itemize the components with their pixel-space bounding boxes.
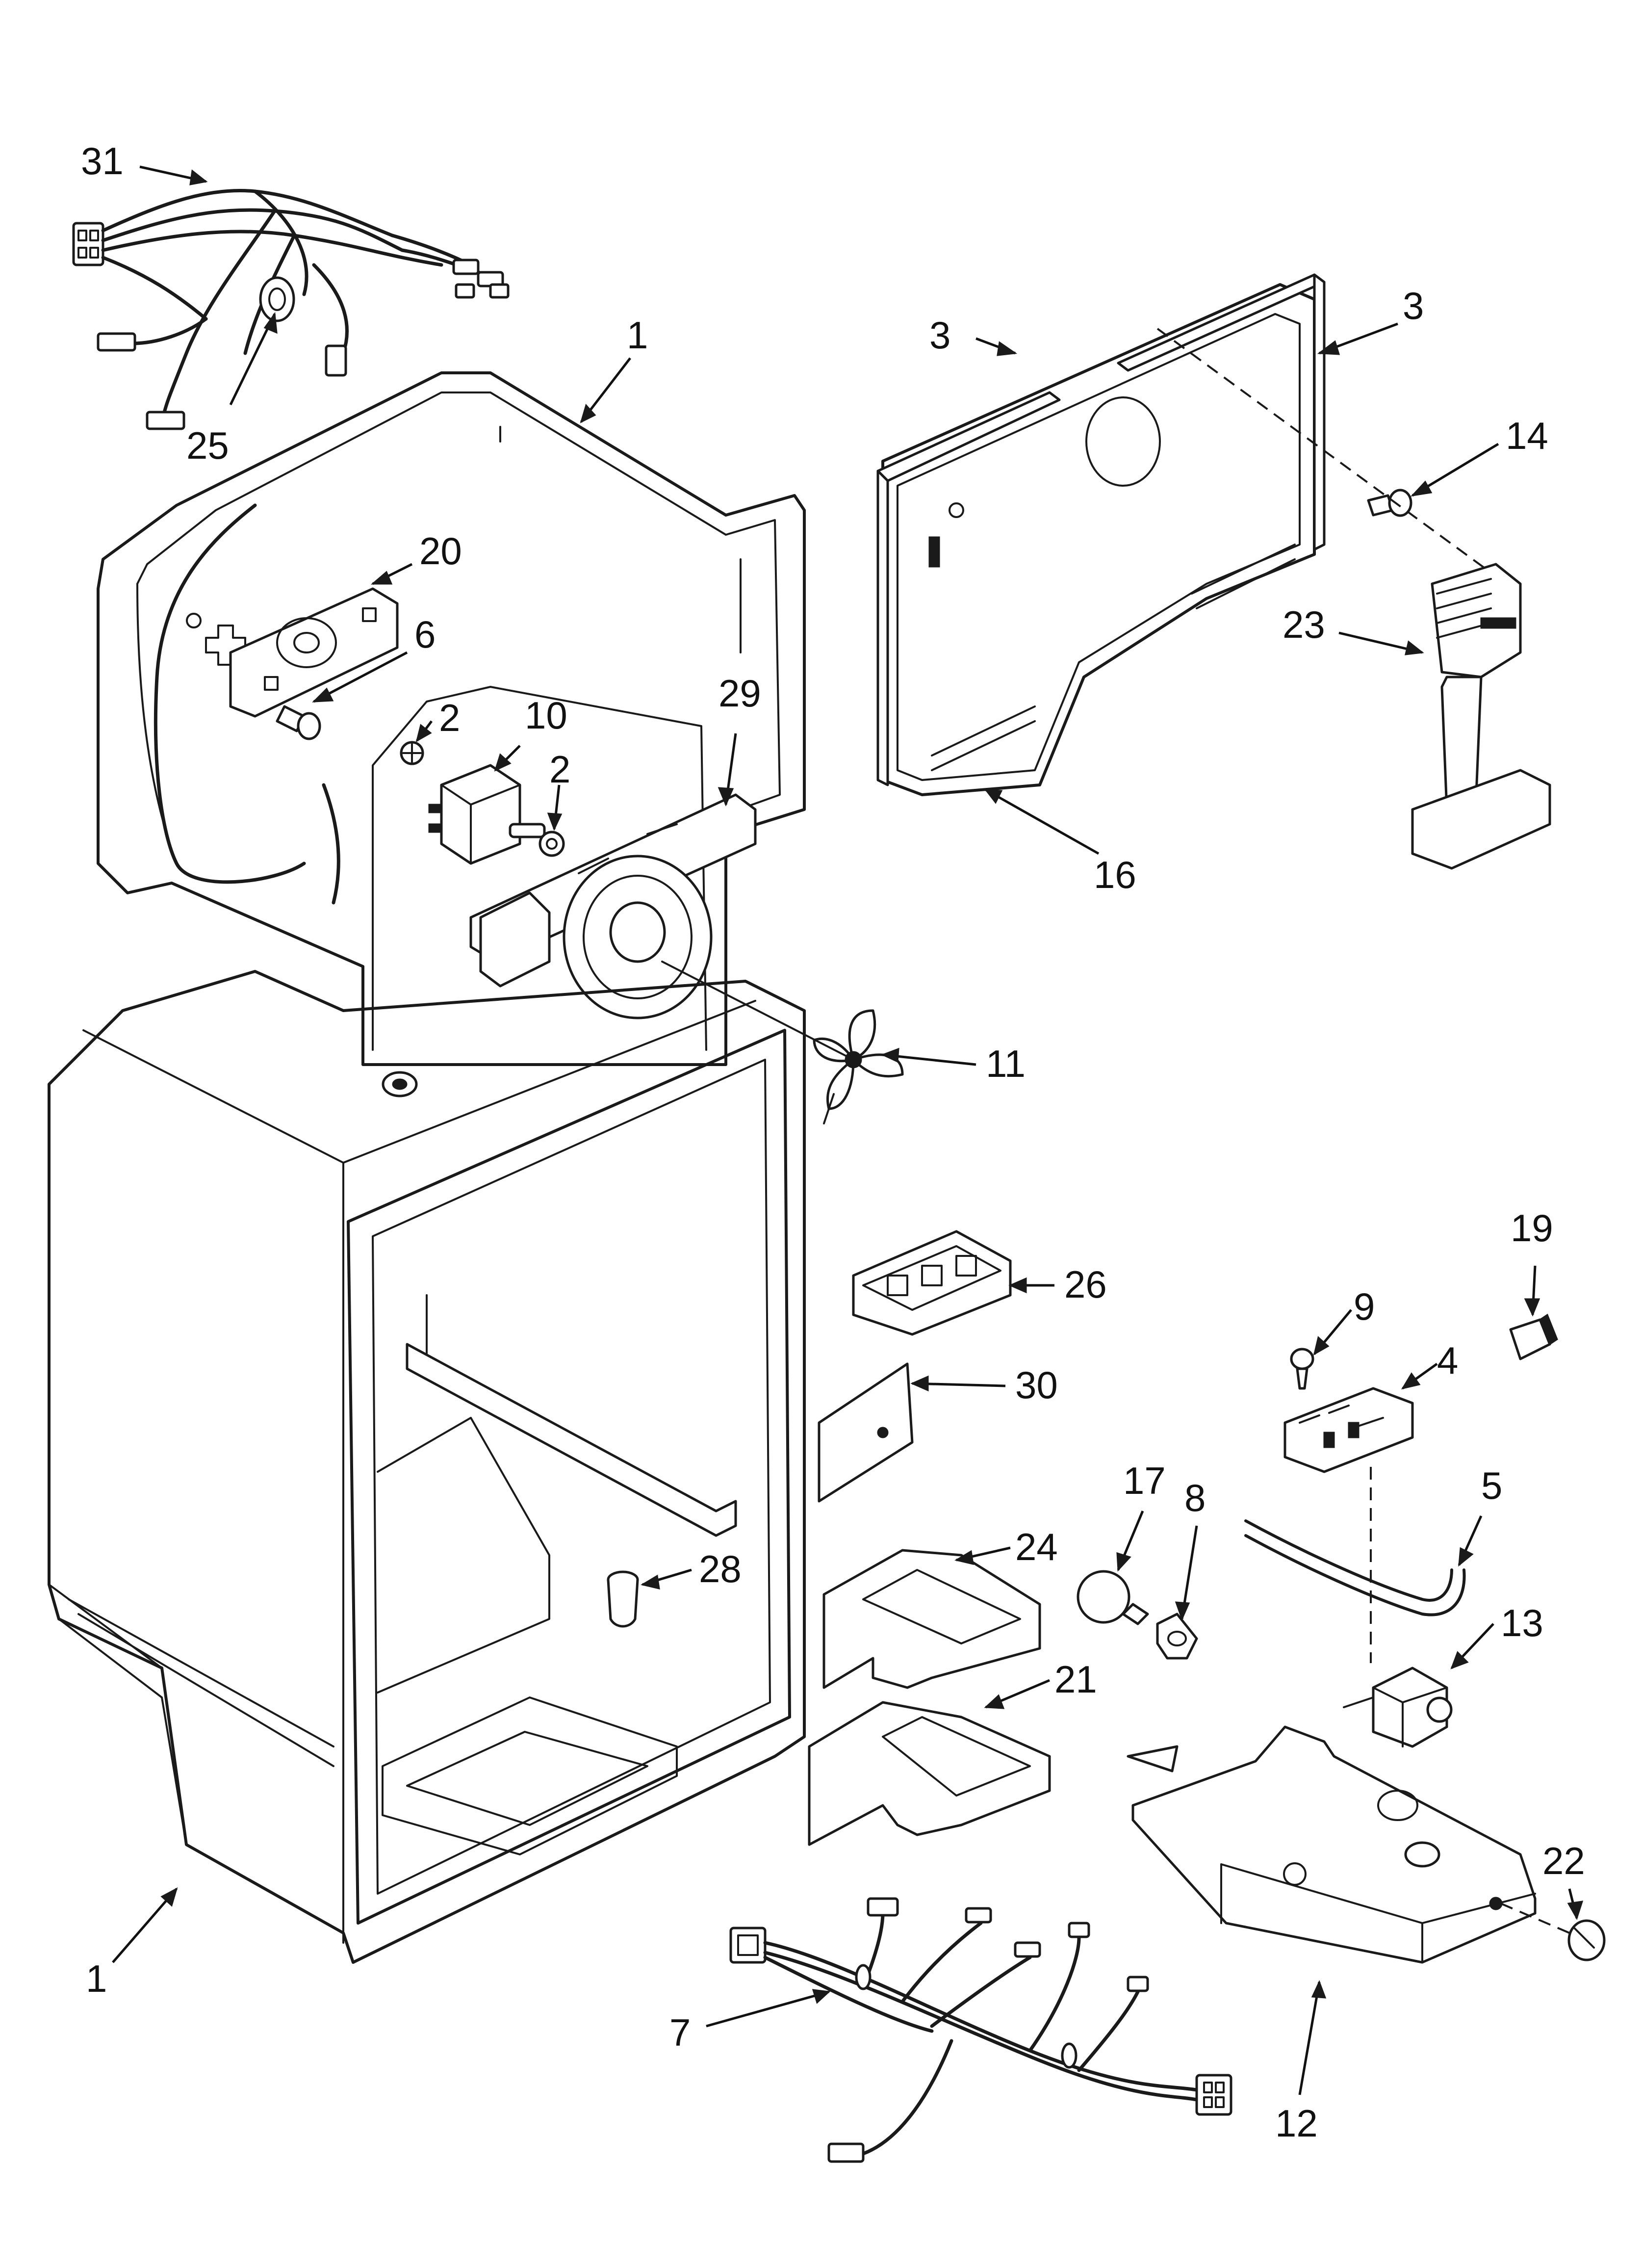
callout-6: 6	[414, 613, 436, 656]
part-14-dashed-line	[1156, 328, 1487, 570]
part-19-clip	[1509, 1313, 1558, 1360]
callout-31: 31	[81, 139, 124, 182]
part-11-fan-blade	[813, 1009, 904, 1124]
callout-19: 19	[1511, 1206, 1553, 1250]
callout-22: 22	[1542, 1839, 1585, 1882]
part-24-air-diffuser	[822, 1549, 1041, 1689]
callout-12: 12	[1275, 2102, 1318, 2145]
part-1-freezer-liner	[97, 371, 806, 1066]
callout-3-left-gasket: 3	[929, 313, 950, 357]
callout-28: 28	[699, 1547, 742, 1590]
part-31-wire-harness	[72, 188, 510, 430]
part-1-fresh-food-liner	[48, 970, 806, 1964]
callout-1-fresh-food-liner: 1	[86, 1957, 107, 2000]
arrowheads	[160, 169, 1584, 2004]
callout-8: 8	[1184, 1476, 1206, 1519]
part-22-knob	[1567, 1919, 1606, 1961]
part-13-thermostat	[1343, 1667, 1453, 1748]
part-8-lamp-socket	[1156, 1613, 1198, 1660]
part-9-screw	[1290, 1348, 1314, 1390]
callout-23: 23	[1283, 603, 1325, 646]
callout-26: 26	[1064, 1263, 1107, 1306]
part-7-wire-harness	[729, 1897, 1232, 2163]
callout-2-upper: 2	[439, 696, 460, 739]
callout-14: 14	[1506, 414, 1548, 457]
part-14-screw	[1367, 489, 1412, 517]
fan-shaft-line	[661, 961, 854, 1061]
callout-16: 16	[1094, 853, 1136, 896]
part-28-drain-plug	[607, 1570, 639, 1628]
callout-25: 25	[186, 424, 229, 467]
part-3-gasket-right	[1117, 273, 1326, 551]
callout-2-lower: 2	[549, 748, 570, 791]
part-11-fan-shroud	[563, 855, 713, 1019]
callout-5: 5	[1481, 1464, 1502, 1507]
callout-24: 24	[1015, 1525, 1058, 1568]
part-10-damper-motor	[428, 764, 546, 865]
callout-29: 29	[718, 672, 761, 715]
part-20-control-bracket	[229, 587, 399, 718]
callout-13: 13	[1501, 1601, 1543, 1644]
callout-11: 11	[986, 1042, 1026, 1085]
callout-7: 7	[669, 2011, 691, 2054]
callout-17: 17	[1123, 1459, 1166, 1502]
part-26-light-switch-housing	[852, 1230, 1012, 1336]
part-16-rear-panel	[881, 283, 1316, 796]
part-2-clip-upper	[400, 741, 424, 765]
callout-1-freezer-liner: 1	[627, 313, 648, 357]
part-3-gasket-left	[876, 391, 1061, 786]
callout-3-right-gasket: 3	[1403, 284, 1424, 327]
callout-20: 20	[419, 529, 462, 573]
part-17-light-bulb	[1077, 1570, 1149, 1625]
callout-10: 10	[525, 694, 567, 737]
part-21-diffuser-base	[808, 1701, 1051, 1846]
part-2-clip-lower	[539, 831, 565, 857]
part-4-control-board	[1283, 1387, 1414, 1473]
part-5-tube	[1244, 1519, 1466, 1616]
part-6-screw	[276, 705, 321, 740]
callout-30: 30	[1015, 1363, 1058, 1407]
callout-9: 9	[1354, 1285, 1375, 1328]
callout-21: 21	[1054, 1658, 1097, 1701]
callout-labels: 31 1 25 3 3 14 20 6 2 10 29 2 23 16 11 1…	[81, 139, 1585, 2145]
part-12-control-housing	[1127, 1725, 1537, 1964]
part-22-dashed-line	[1500, 1903, 1570, 1934]
part-23-air-duct	[1411, 563, 1551, 870]
part-30-cover-plate	[818, 1362, 914, 1503]
callout-4: 4	[1437, 1339, 1458, 1382]
